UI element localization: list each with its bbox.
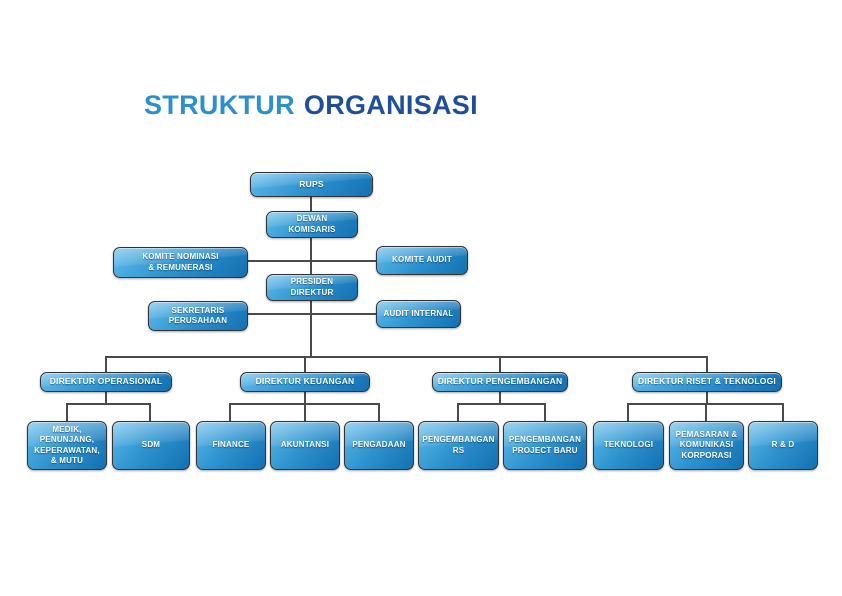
org-node-pemasaran-komunikasi-korporasi: PEMASARAN & KOMUNIKASI KORPORASI [669, 421, 744, 470]
org-node-akuntansi: AKUNTANSI [270, 421, 340, 470]
org-node-direktur-operasional: DIREKTUR OPERASIONAL [40, 372, 172, 392]
org-node-direktur-riset-teknologi: DIREKTUR RISET & TEKNOLOGI [632, 372, 782, 392]
title-word-organisasi: ORGANISASI [303, 90, 478, 120]
org-node-r-and-d: R & D [748, 421, 818, 470]
org-node-pengembangan-project-baru: PENGEMBANGAN PROJECT BARU [503, 421, 587, 470]
org-node-pengembangan-rs: PENGEMBANGAN RS [418, 421, 499, 470]
org-node-presiden-direktur: PRESIDEN DIREKTUR [266, 274, 358, 301]
title-word-struktur: STRUKTUR [144, 90, 295, 120]
org-node-sdm: SDM [112, 421, 190, 470]
connector-group [66, 195, 784, 422]
org-node-dewan-komisaris: DEWAN KOMISARIS [266, 211, 358, 238]
org-node-pengadaan: PENGADAAN [344, 421, 414, 470]
org-node-medik-penunjang-keperawatan-mutu: MEDIK, PENUNJANG, KEPERAWATAN, & MUTU [27, 421, 107, 470]
org-node-komite-audit: KOMITE AUDIT [376, 246, 468, 275]
org-node-komite-nominasi-remunerasi: KOMITE NOMINASI & REMUNERASI [113, 247, 248, 278]
org-node-sekretaris-perusahaan: SEKRETARIS PERUSAHAAN [148, 301, 248, 331]
org-node-finance: FINANCE [196, 421, 266, 470]
org-node-direktur-pengembangan: DIREKTUR PENGEMBANGAN [432, 372, 568, 392]
org-node-audit-internal: AUDIT INTERNAL [376, 300, 461, 328]
page-title: STRUKTUR ORGANISASI [144, 90, 478, 121]
org-node-rups: RUPS [250, 172, 373, 197]
org-node-direktur-keuangan: DIREKTUR KEUANGAN [240, 372, 370, 392]
org-node-teknologi: TEKNOLOGI [593, 421, 664, 470]
